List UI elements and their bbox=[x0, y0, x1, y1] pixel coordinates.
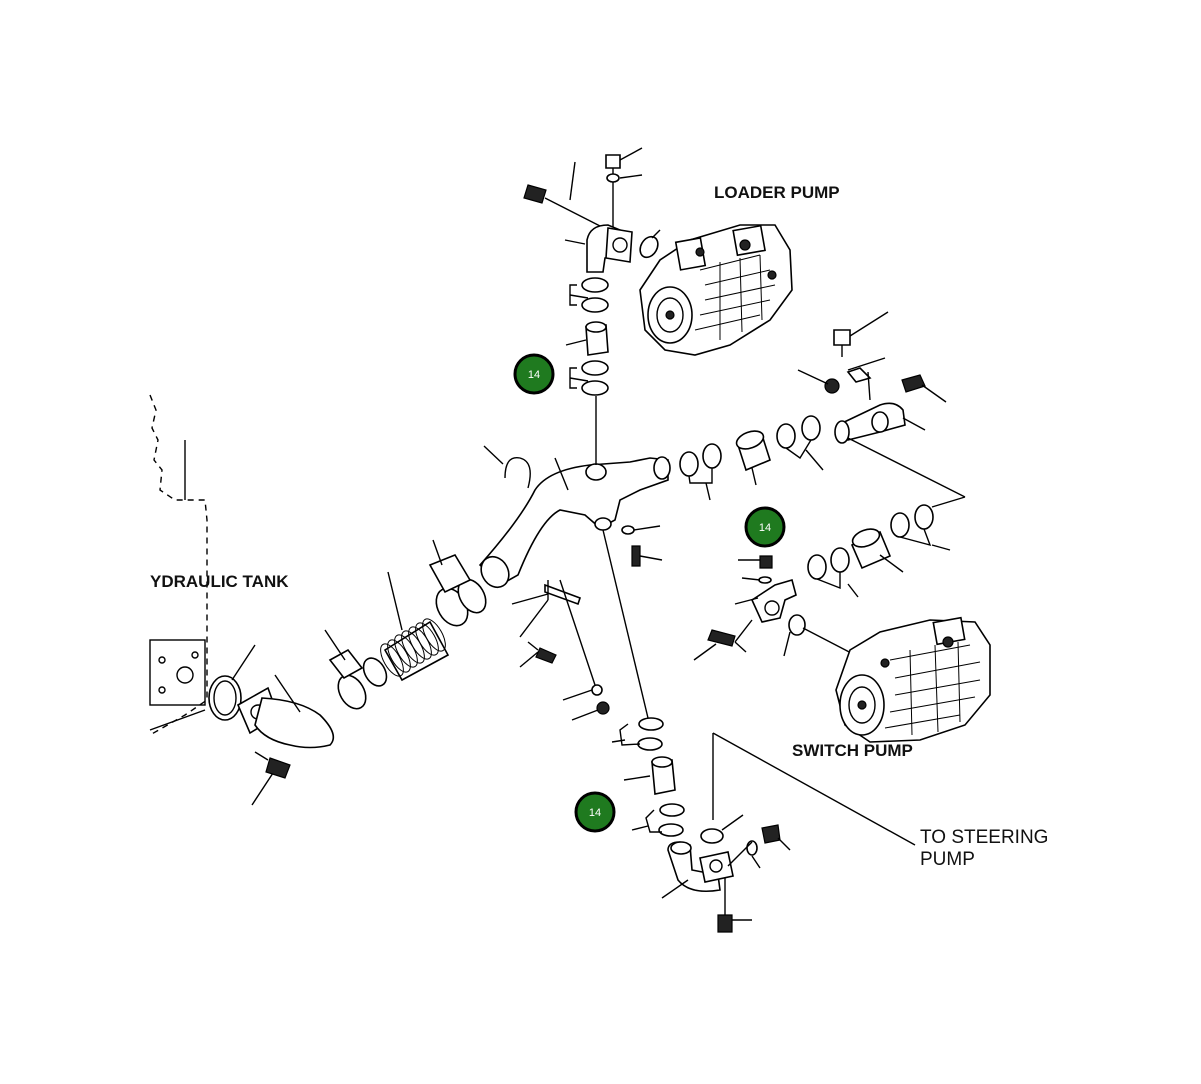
callout-1-number: 14 bbox=[528, 369, 540, 381]
steering-hose bbox=[623, 756, 676, 795]
steering-bolts bbox=[717, 824, 791, 933]
steering-connection-lines bbox=[847, 437, 966, 508]
steering-o-ring bbox=[700, 814, 744, 844]
to-steering-label-line2: PUMP bbox=[920, 849, 975, 870]
loader-clamp-pair-lower bbox=[569, 360, 609, 396]
to-steering-leader bbox=[712, 732, 916, 846]
tank-hose-clamp-1 bbox=[324, 629, 388, 710]
clamp-pair-mid bbox=[428, 539, 487, 627]
callout-3-number: 14 bbox=[589, 807, 601, 819]
loader-hose bbox=[565, 321, 609, 356]
switch-pump-label: SWITCH PUMP bbox=[792, 741, 913, 760]
main-suction-pipe bbox=[478, 456, 671, 589]
loader-pump-flange-bolt-2 bbox=[605, 147, 643, 230]
steering-elbow bbox=[661, 841, 734, 899]
loader-clamp-pair bbox=[569, 277, 609, 313]
loader-pump-elbow bbox=[564, 224, 661, 273]
switch-pump bbox=[835, 616, 991, 743]
lower-pipe-line bbox=[602, 529, 649, 719]
to-steering-label-line1: TO STEERING bbox=[920, 827, 1048, 848]
hydraulic-tank-label: YDRAULIC TANK bbox=[150, 572, 289, 591]
loader-pump bbox=[639, 224, 793, 356]
y-pipe-fittings bbox=[621, 525, 663, 567]
switch-branch-clamps-upper bbox=[679, 415, 824, 501]
tank-elbow bbox=[236, 674, 335, 749]
callout-marker-3[interactable]: 14 bbox=[574, 791, 616, 833]
tank-bolt bbox=[251, 751, 291, 806]
switch-pump-elbow bbox=[834, 402, 926, 444]
loader-pump-flange-bolt-1 bbox=[523, 161, 601, 227]
callout-marker-2[interactable]: 14 bbox=[744, 506, 786, 548]
callout-marker-1[interactable]: 14 bbox=[513, 353, 555, 395]
callout-2-number: 14 bbox=[759, 522, 771, 534]
loader-pump-label: LOADER PUMP bbox=[714, 183, 840, 202]
hydraulic-tank bbox=[149, 394, 208, 736]
corrugated-hose bbox=[380, 571, 450, 682]
u-bolt bbox=[483, 445, 531, 489]
switch-pump-elbow-flange bbox=[693, 555, 856, 661]
steering-clamp-lower bbox=[631, 803, 685, 837]
pipe-bracket bbox=[511, 579, 610, 721]
switch-pump-flange-bolt bbox=[797, 311, 947, 403]
steering-clamp-upper bbox=[611, 717, 664, 751]
switch-branch-clamps-lower bbox=[807, 504, 951, 598]
tank-o-ring bbox=[208, 644, 256, 721]
